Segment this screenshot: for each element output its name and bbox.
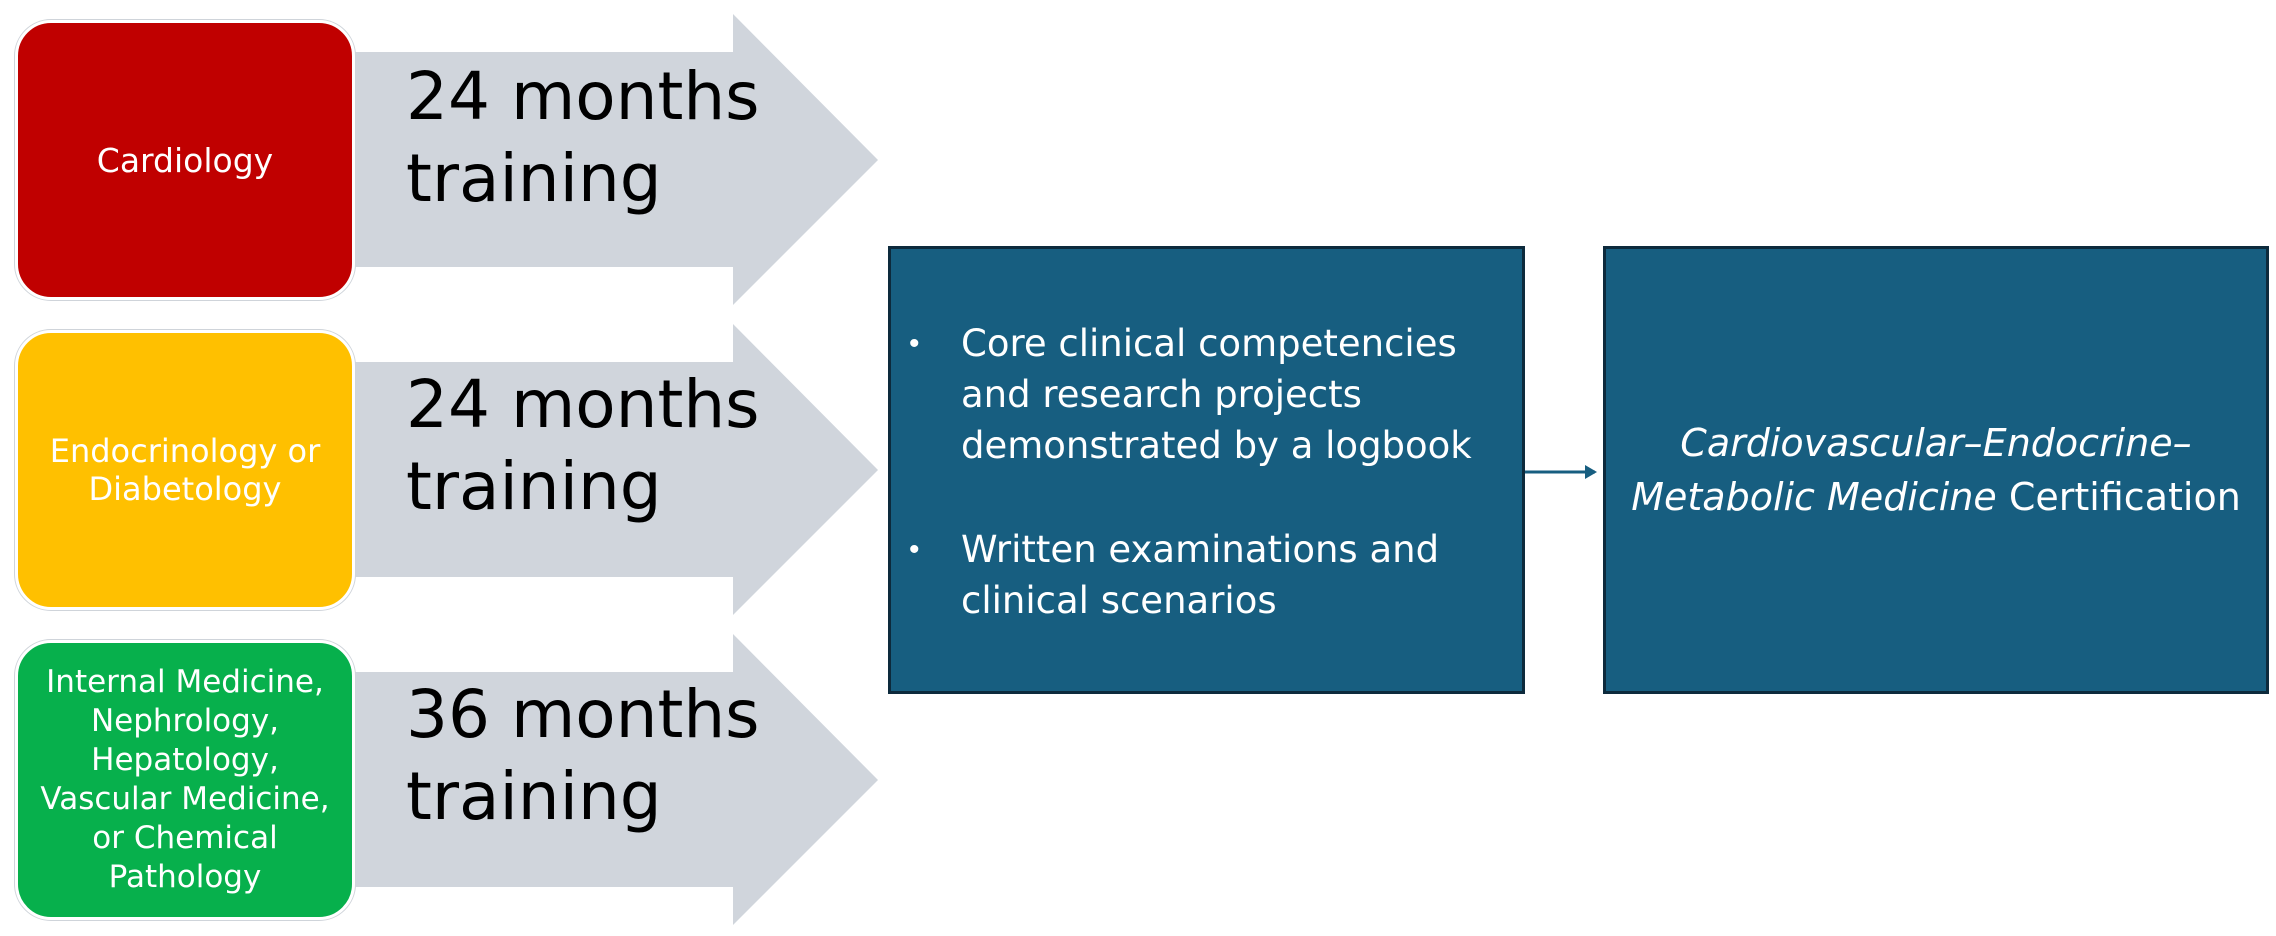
certification-text: Cardiovascular–Endocrine– Metabolic Medi… — [1606, 249, 2266, 691]
requirement-item-2: Written examinations and clinical scenar… — [961, 528, 1440, 622]
requirement-item-1: Core clinical competencies and research … — [961, 322, 1472, 467]
bullet-icon: • — [909, 533, 920, 566]
duration-text-internal-medicine: 36 months training — [406, 676, 760, 835]
specialty-label: Internal Medicine, Nephrology, Hepatolog… — [40, 664, 330, 895]
specialty-endocrinology: Endocrinology or Diabetology — [15, 330, 355, 610]
connector-arrowhead — [1585, 465, 1597, 479]
certification-plain: Certification — [1996, 475, 2241, 519]
bullet-icon: • — [909, 327, 920, 360]
certification-italic-line2: Metabolic Medicine — [1631, 475, 1997, 519]
specialty-cardiology: Cardiology — [15, 20, 355, 300]
specialty-internal-medicine: Internal Medicine, Nephrology, Hepatolog… — [15, 640, 355, 920]
specialty-label: Cardiology — [96, 140, 274, 180]
certification-italic-line1: Cardiovascular–Endocrine– — [1680, 421, 2192, 465]
certification-box: Cardiovascular–Endocrine– Metabolic Medi… — [1603, 246, 2269, 694]
requirements-box: • Core clinical competencies and researc… — [888, 246, 1525, 694]
specialty-label: Endocrinology or Diabetology — [49, 432, 321, 508]
duration-text-cardiology: 24 months training — [406, 58, 760, 217]
duration-text-endocrinology: 24 months training — [406, 366, 760, 525]
